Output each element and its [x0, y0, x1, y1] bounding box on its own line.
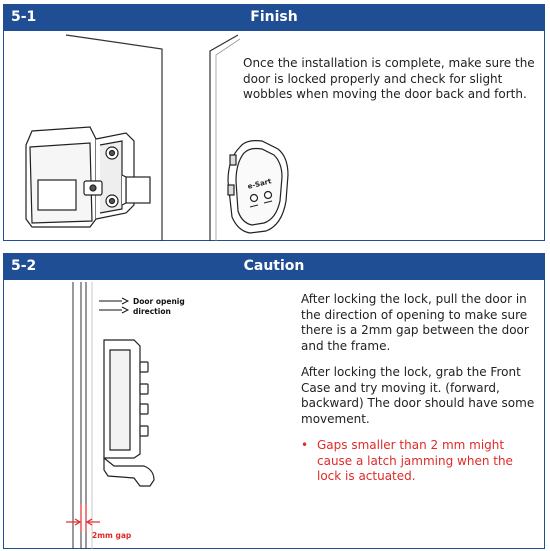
warning-text: Gaps smaller than 2 mm might cause a lat… [317, 438, 513, 483]
bullet-symbol: • [301, 438, 309, 452]
section-header: 5-2 Caution [4, 254, 544, 280]
lock-body-drawing [25, 126, 151, 228]
caution-text: After locking the lock, pull the door in… [301, 292, 535, 485]
arrow-label-line2: direction [133, 307, 171, 316]
gap-marker [66, 504, 100, 532]
section-title: Finish [250, 9, 298, 25]
caution-paragraph-2: After locking the lock, grab the Front C… [301, 365, 535, 426]
lock-side-drawing [103, 339, 155, 487]
front-case-drawing [227, 140, 289, 234]
gap-label: 2mm gap [92, 531, 132, 540]
finish-text: Once the installation is complete, make … [243, 56, 535, 101]
section-header: 5-1 Finish [4, 5, 544, 31]
warning-item: • Gaps smaller than 2 mm might cause a l… [301, 438, 535, 485]
finish-illustration: e-Sart [25, 34, 289, 241]
section-number: 5-2 [11, 258, 37, 274]
arrow-label-line1: Door openig [133, 297, 185, 306]
caution-paragraph-1: After locking the lock, pull the door in… [301, 292, 529, 353]
section-finish: 5-1 Finish [3, 4, 545, 241]
section-caution: 5-2 Caution Door openig direction [3, 253, 545, 549]
section-number: 5-1 [11, 9, 37, 25]
caution-illustration: Door openig direction 2mm gap [66, 282, 185, 549]
section-title: Caution [243, 258, 305, 274]
